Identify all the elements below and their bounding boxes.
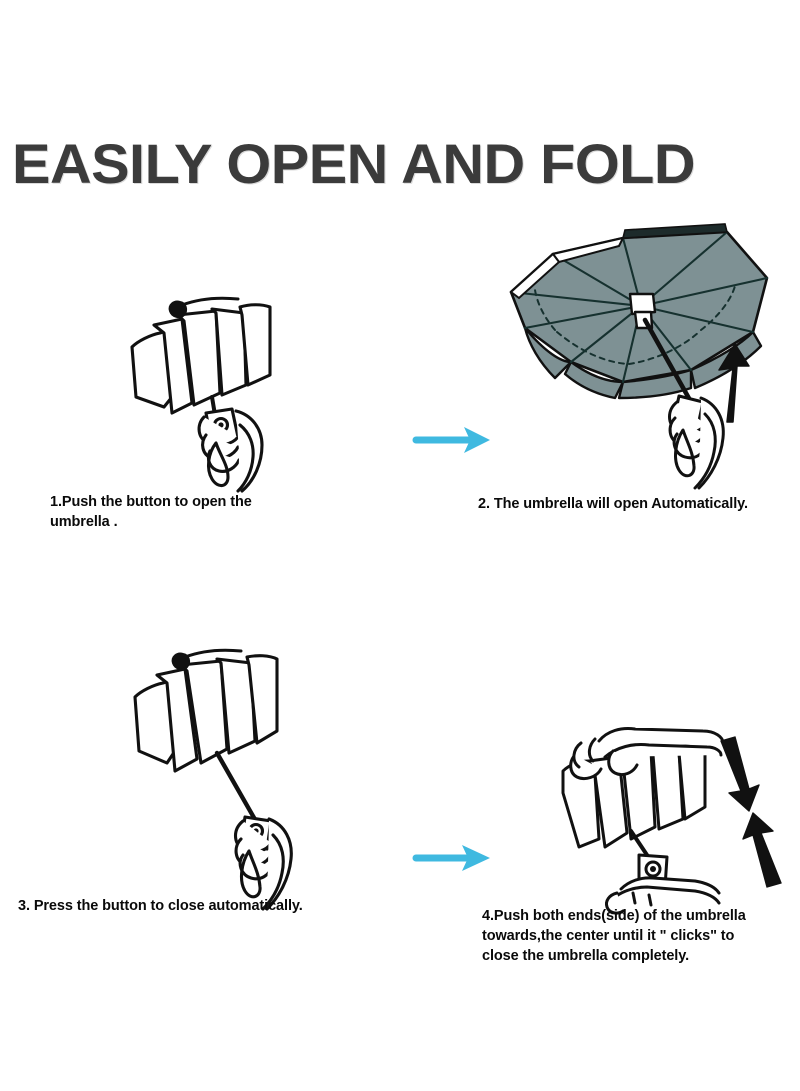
connector-arrow-1 [412,420,494,460]
step-4-figure [555,727,800,915]
two-hands-compressing-umbrella-illustration [561,727,782,915]
step-4-caption: 4.Push both ends(side) of the umbrella t… [482,906,800,966]
folded-umbrella-in-hand-illustration [130,296,272,493]
right-arrow-icon [412,845,490,871]
caption-line: 1.Push the button to open the [50,494,252,510]
connector-arrow-2 [400,838,495,878]
step-2-figure [495,220,785,495]
step-3-caption: 3. Press the button to close automatical… [18,896,358,916]
up-arrow-icon [742,812,782,888]
up-arrow-icon [718,343,750,423]
caption-line: 3. Press the button to close automatical… [18,898,303,914]
right-arrow-icon [412,427,490,453]
step-2-caption: 2. The umbrella will open Automatically. [478,494,798,514]
page-title: EASILY OPEN AND FOLD [12,132,696,195]
caption-line: 2. The umbrella will open Automatically. [478,496,748,512]
umbrella-closing-in-hand-illustration [133,648,293,911]
caption-line: umbrella . [50,514,118,530]
caption-line: 4.Push both ends(side) of the umbrella [482,908,746,924]
caption-line: close the umbrella completely. [482,948,690,964]
down-arrow-icon [720,736,760,812]
caption-line: towards,the center until it " clicks" to [482,928,735,944]
open-umbrella-in-hand-illustration [509,223,769,490]
step-3-figure [125,648,355,911]
step-1-caption: 1.Push the button to open the umbrella . [50,492,340,532]
step-1-figure [120,285,340,495]
